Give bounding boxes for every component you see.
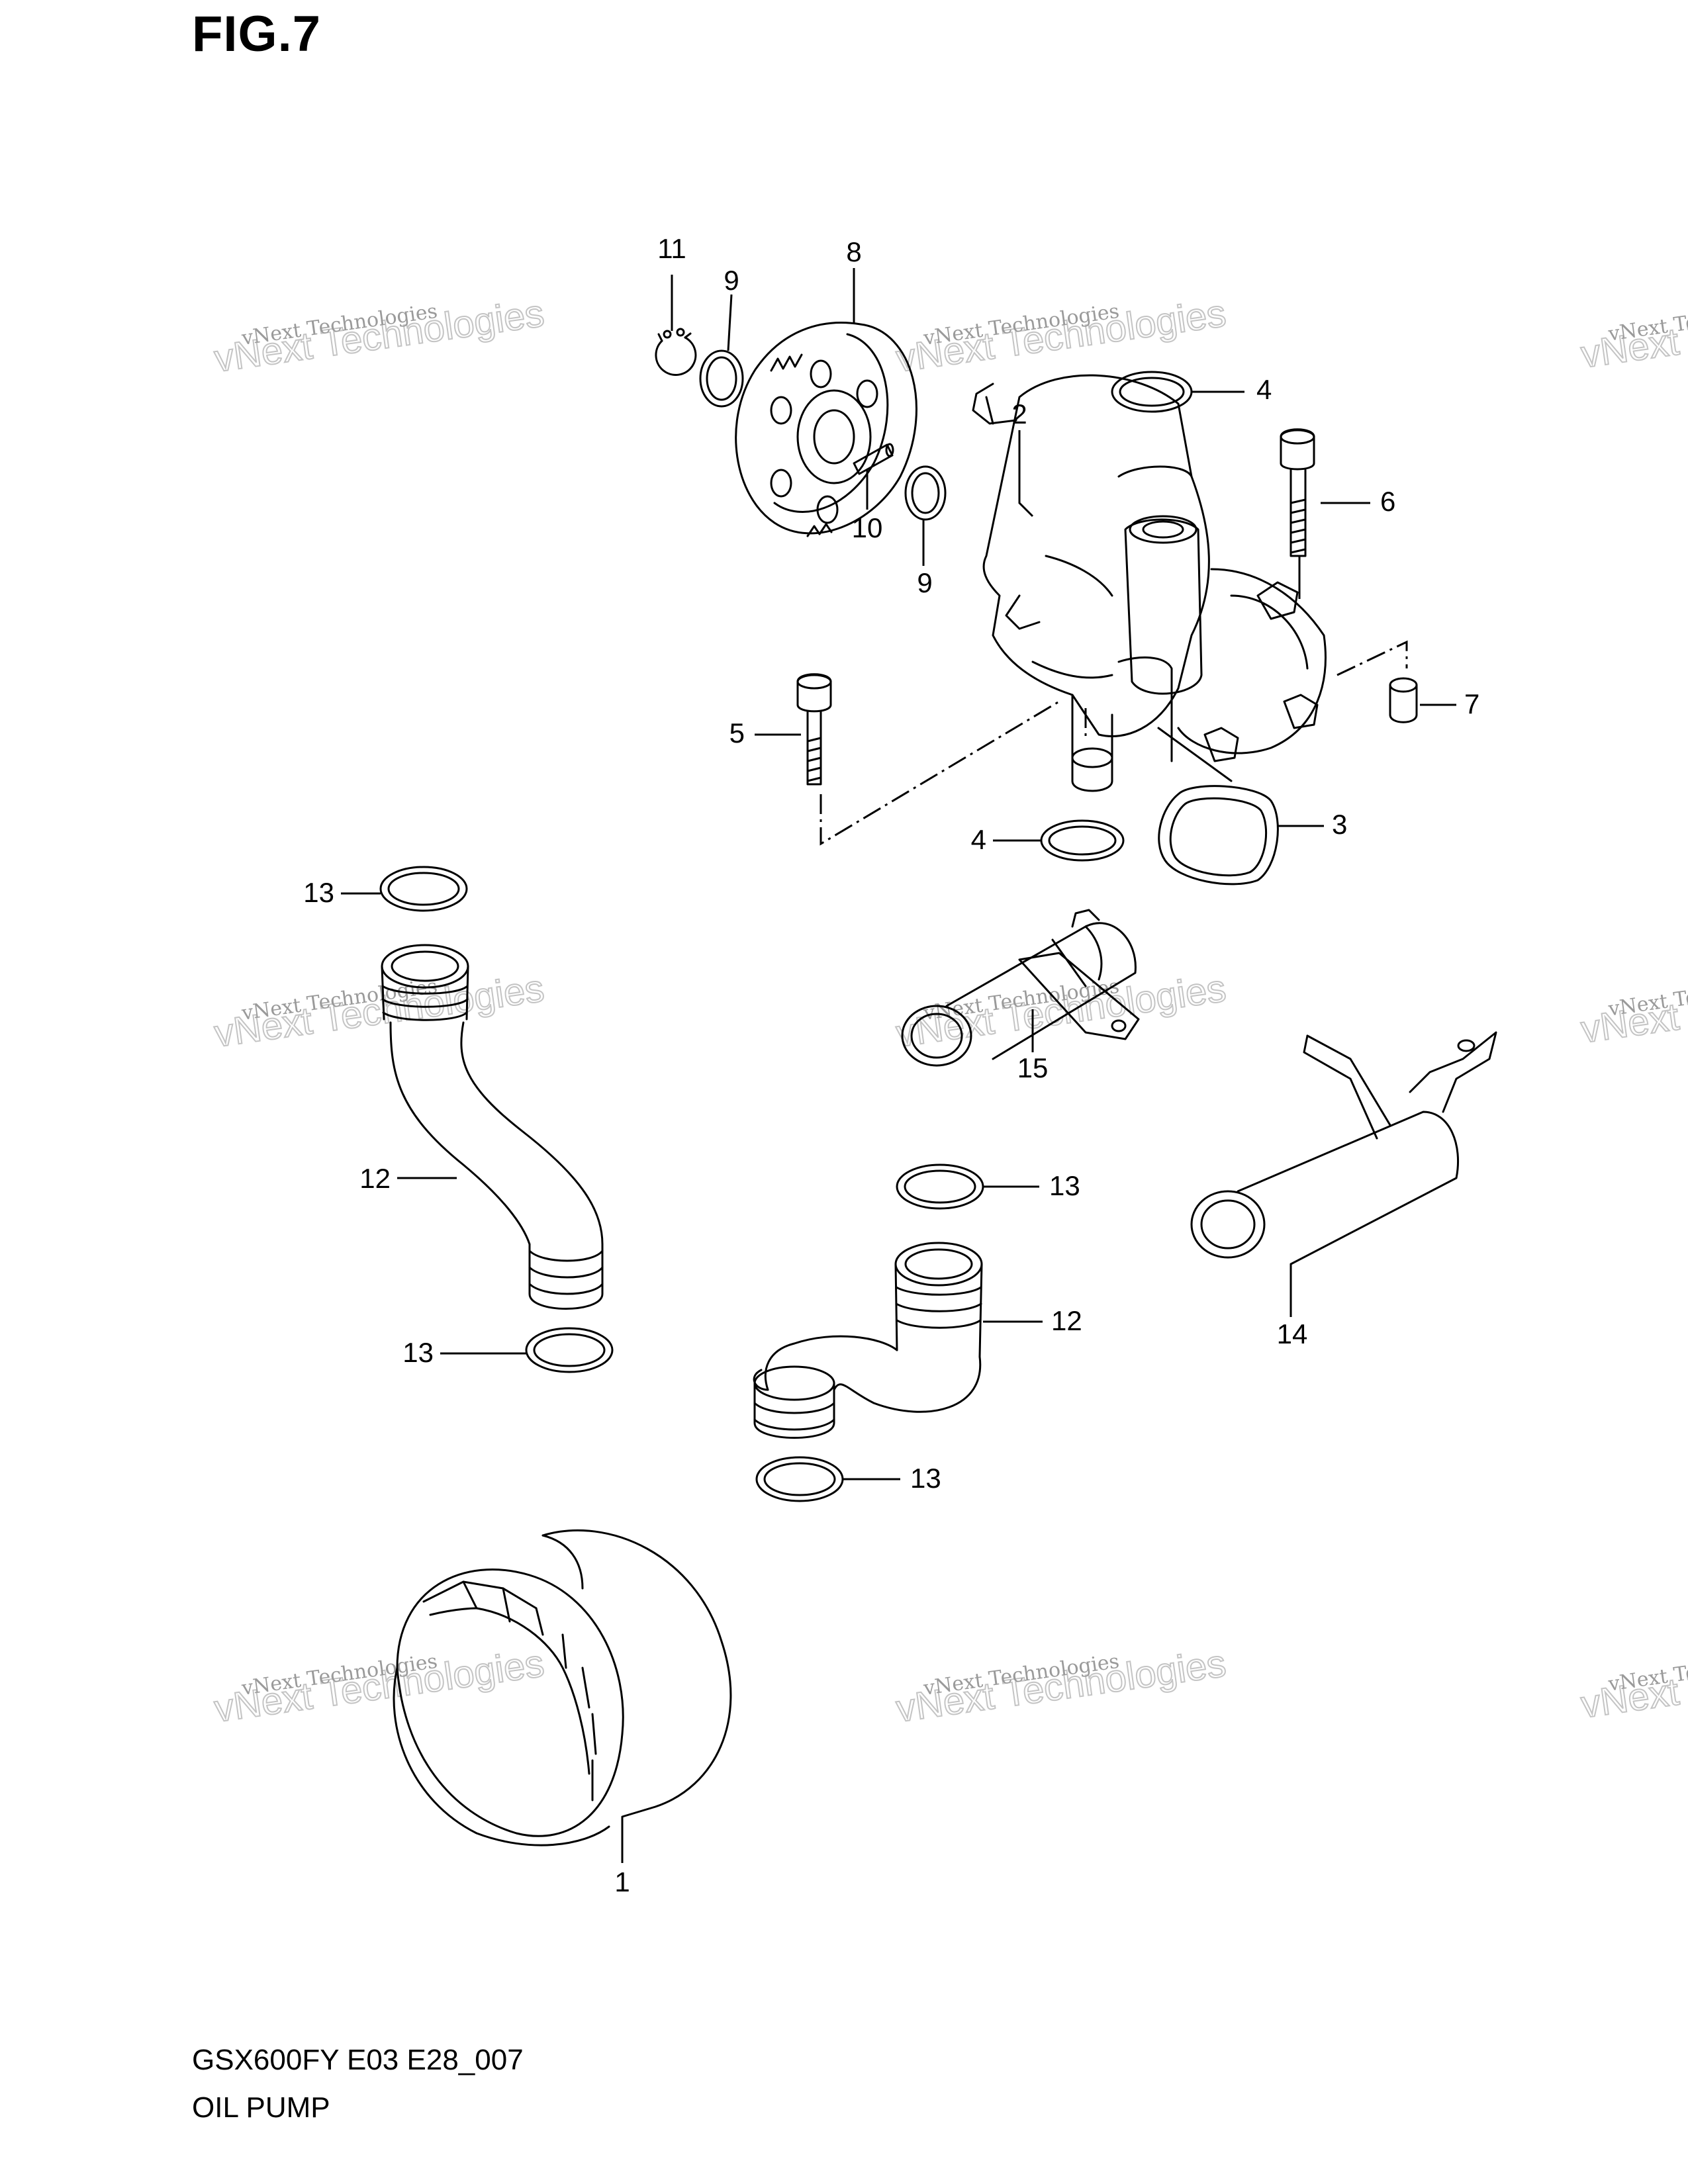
- footer-model-code: GSX600FY E03 E28_007: [192, 2044, 524, 2076]
- callout-12: 12: [359, 1163, 391, 1194]
- bolt-drawing: [1280, 428, 1315, 557]
- callout-13: 13: [910, 1463, 941, 1494]
- callout-6: 6: [1380, 486, 1395, 517]
- callout-4: 4: [1256, 374, 1272, 405]
- watermark-top-right: vNext Technologies vNext Technologies: [1577, 287, 1688, 377]
- bolt-drawing: [796, 673, 832, 786]
- callout-4: 4: [971, 824, 986, 855]
- watermark-mid-center: vNext Technologies vNext Technologies: [893, 966, 1229, 1056]
- gasket-drawing: [1158, 785, 1279, 886]
- callout-13: 13: [402, 1337, 434, 1368]
- callout-8: 8: [846, 236, 861, 267]
- callout-15: 15: [1017, 1052, 1049, 1083]
- watermark-low-left: vNext Technologies vNext Technologies: [211, 1641, 547, 1731]
- leader-line: [727, 294, 733, 351]
- callout-9: 9: [724, 265, 739, 296]
- footer-section-name: OIL PUMP: [192, 2091, 330, 2124]
- oil-pump-body-drawing: [972, 374, 1327, 792]
- watermark-group: vNext Technologies vNext Technologies vN…: [211, 287, 1688, 1731]
- dowel-pin-drawing: [1389, 677, 1418, 723]
- callout-2: 2: [1011, 398, 1027, 430]
- oil-pipe-drawing: [381, 944, 604, 1310]
- leader-line: [1018, 430, 1034, 518]
- callout-11: 11: [657, 233, 686, 264]
- callout-3: 3: [1332, 809, 1347, 840]
- watermark-low-center: vNext Technologies vNext Technologies: [893, 1641, 1229, 1731]
- circlip-drawing: [655, 328, 697, 376]
- callout-1: 1: [614, 1866, 630, 1897]
- alignment-line: [820, 700, 1060, 846]
- o-ring-drawing: [896, 1163, 984, 1210]
- watermark-top-left: vNext Technologies vNext Technologies: [211, 291, 547, 381]
- watermark-low-right: vNext Technologies vNext Technologies: [1577, 1637, 1688, 1727]
- o-ring-drawing: [379, 866, 468, 912]
- washer-drawing: [699, 349, 744, 408]
- callout-7: 7: [1464, 688, 1479, 719]
- alignment-line: [1336, 640, 1408, 676]
- callout-13: 13: [303, 877, 334, 908]
- callout-12: 12: [1051, 1305, 1082, 1336]
- o-ring-drawing: [755, 1456, 844, 1502]
- watermark-top-center: vNext Technologies vNext Technologies: [893, 291, 1229, 381]
- callout-9: 9: [917, 567, 932, 598]
- driven-gear-drawing: [735, 322, 917, 537]
- oil-pipe-drawing: [753, 1242, 983, 1439]
- watermark-mid-left: vNext Technologies vNext Technologies: [211, 966, 547, 1056]
- washer-drawing: [904, 465, 947, 521]
- figure-title: FIG.7: [192, 6, 322, 62]
- callout-14: 14: [1277, 1318, 1308, 1349]
- oil-filter-drawing: [393, 1529, 732, 1846]
- callout-13: 13: [1049, 1170, 1080, 1201]
- o-ring-drawing: [1040, 819, 1125, 862]
- o-ring-drawing: [525, 1327, 614, 1373]
- oil-pipe-drawing: [901, 909, 1140, 1067]
- callout-5: 5: [729, 717, 745, 749]
- pin-drawing: [853, 443, 894, 475]
- callout-10: 10: [852, 512, 883, 543]
- watermark-mid-right: vNext Technologies vNext Technologies: [1577, 962, 1688, 1052]
- oil-pipe-drawing: [1190, 1031, 1497, 1265]
